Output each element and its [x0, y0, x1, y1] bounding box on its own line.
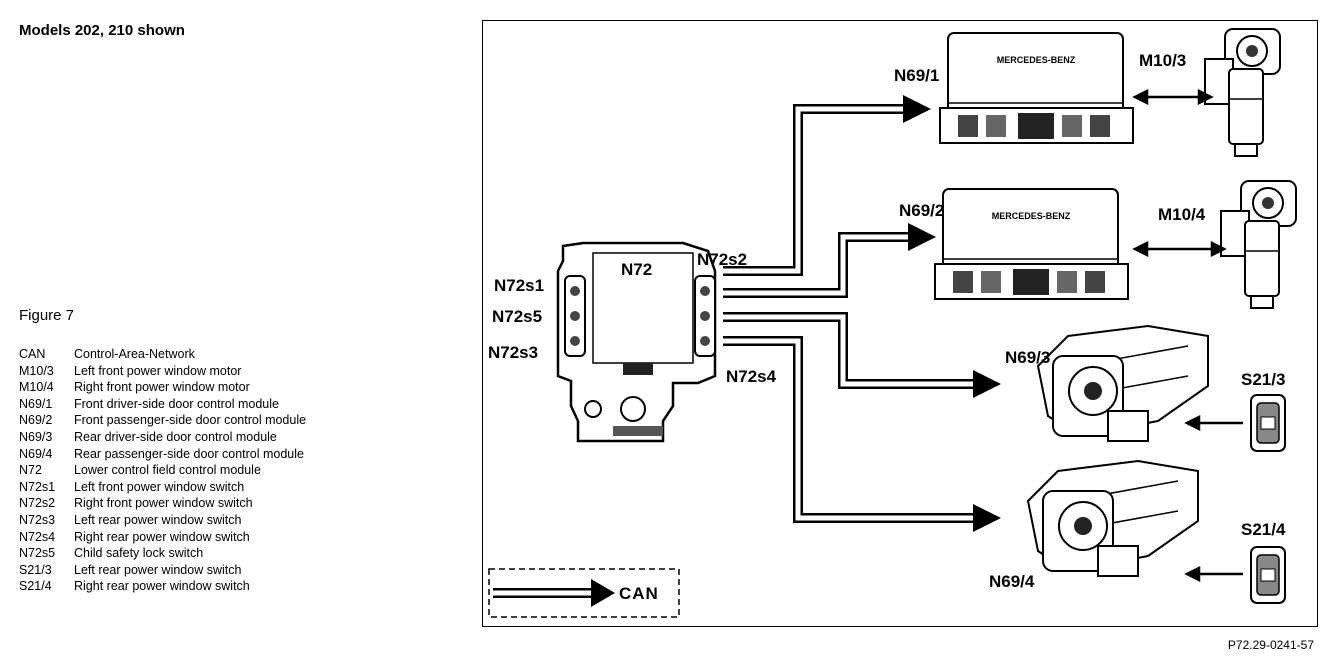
n69-2-module: MERCEDES-BENZ [934, 188, 1129, 300]
label-n72s5: N72s5 [492, 307, 542, 326]
label-n69-3: N69/3 [1005, 348, 1050, 367]
label-m10-4: M10/4 [1158, 205, 1206, 224]
legend-row: N69/4 Rear passenger-side door control mo… [19, 446, 306, 463]
label-m10-3: M10/3 [1139, 51, 1186, 70]
motor-link-arrows [1132, 88, 1227, 258]
label-n69-1: N69/1 [894, 66, 939, 85]
legend-code: S21/4 [19, 579, 52, 594]
page-heading: Models 202, 210 shown [19, 22, 185, 39]
m10-3-motor [1204, 28, 1281, 157]
legend-row: N72s2 Right front power window switch [19, 495, 306, 512]
legend-desc: Lower control field control module [74, 463, 261, 478]
legend-row: N69/3 Rear driver-side door control modul… [19, 429, 306, 446]
wiring-diagram: MERCEDES-BENZ MERCEDES-BENZ [482, 20, 1318, 627]
n69-1-module: MERCEDES-BENZ [939, 32, 1134, 144]
legend-row: N72 Lower control field control module [19, 462, 306, 479]
legend-row: CAN Control-Area-Network [19, 346, 306, 363]
legend-desc: Control-Area-Network [74, 347, 195, 361]
legend-code: N72s1 [19, 479, 56, 494]
reference-code: P72.29-0241-57 [1227, 638, 1314, 652]
can-arrowheads [903, 95, 1001, 532]
s21-4-switch [1250, 546, 1286, 604]
legend-code: N69/1 [19, 396, 53, 411]
legend-desc: Rear driver-side door control module [74, 429, 277, 444]
n72-module [556, 241, 717, 443]
legend-desc: Right rear power window switch [74, 529, 250, 544]
module-brand-text: MERCEDES-BENZ [997, 55, 1076, 65]
can-bus-lines [723, 104, 973, 523]
legend-desc: Left rear power window switch [74, 512, 242, 527]
label-n72s2: N72s2 [697, 250, 747, 269]
legend-row: M10/3 Left front power window motor [19, 363, 306, 380]
legend-desc: Child safety lock switch [74, 546, 204, 561]
n69-4-module [1027, 460, 1199, 577]
label-n72s3: N72s3 [488, 343, 538, 362]
legend-row: N69/1 Front driver-side door control modu… [19, 396, 306, 413]
switch-arrows [1184, 414, 1243, 583]
legend-code: S21/3 [19, 562, 52, 577]
diagram-canvas: MERCEDES-BENZ MERCEDES-BENZ [488, 28, 1297, 618]
can-key-label: CAN [619, 584, 659, 603]
legend-desc: Front driver-side door control module [74, 396, 279, 411]
legend-code: N72 [19, 463, 42, 478]
label-s21-3: S21/3 [1241, 370, 1285, 389]
s21-3-switch [1250, 394, 1286, 452]
legend-desc: Left front power window switch [74, 479, 245, 494]
legend-desc: Left rear power window switch [74, 562, 242, 577]
label-n72s4: N72s4 [726, 367, 777, 386]
legend-code: N72s4 [19, 529, 56, 544]
legend-row: N72s1 Left front power window switch [19, 479, 306, 496]
legend-code: M10/3 [19, 363, 54, 378]
legend-row: M10/4 Right front power window motor [19, 379, 306, 396]
legend-desc: Right front power window motor [74, 380, 250, 395]
label-n72: N72 [621, 260, 652, 279]
legend-row: S21/3 Left rear power window switch [19, 562, 306, 579]
legend-code: N69/3 [19, 429, 53, 444]
label-s21-4: S21/4 [1241, 520, 1286, 539]
m10-4-motor [1220, 180, 1297, 309]
legend-row: N69/2 Front passenger-side door control m… [19, 412, 306, 429]
label-n69-4: N69/4 [989, 572, 1035, 591]
label-n69-2: N69/2 [899, 201, 944, 220]
legend-desc: Left front power window motor [74, 363, 242, 378]
legend-desc: Right rear power window switch [74, 579, 250, 594]
legend-code: CAN [19, 347, 46, 361]
legend-row: N72s3 Left rear power window switch [19, 512, 306, 529]
module-brand-text: MERCEDES-BENZ [992, 211, 1071, 221]
figure-label: Figure 7 [19, 307, 75, 324]
legend-desc: Rear passenger-side door control module [74, 446, 304, 461]
can-key: CAN [488, 568, 680, 618]
legend-code: N72s5 [19, 546, 56, 561]
legend-code: N69/4 [19, 446, 53, 461]
label-n72s1: N72s1 [494, 276, 544, 295]
legend-code: N69/2 [19, 413, 53, 428]
legend-row: N72s4 Right rear power window switch [19, 529, 306, 546]
n69-3-module [1037, 325, 1209, 442]
legend-desc: Front passenger-side door control module [74, 413, 307, 428]
legend-code: N72s3 [19, 512, 56, 527]
legend-row: S21/4 Right rear power window switch [19, 578, 306, 595]
legend-row: N72s5 Child safety lock switch [19, 545, 306, 562]
legend-desc: Right front power window switch [74, 496, 253, 511]
legend-code: M10/4 [19, 380, 54, 395]
legend-code: N72s2 [19, 496, 56, 511]
